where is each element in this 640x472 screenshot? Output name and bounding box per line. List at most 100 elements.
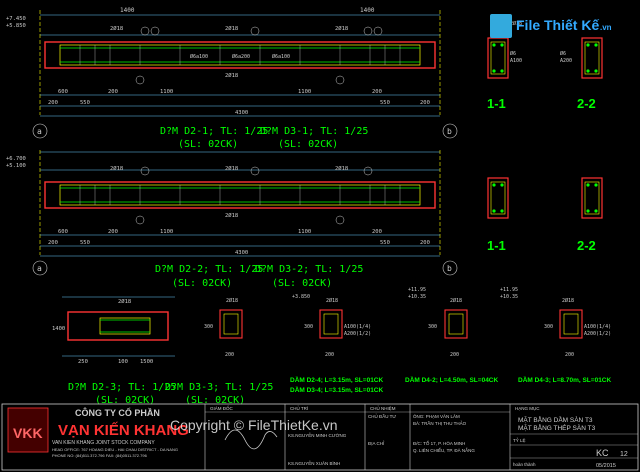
dim-bot2: 550 xyxy=(380,240,390,246)
engineer-name: KS.NGUYỄN MINH CƯỜNG xyxy=(288,432,347,438)
dim-bot2: 200 xyxy=(420,100,430,106)
col-header: CHỦ NHIỆM xyxy=(370,404,396,411)
beam-title: D?M D2-1; TL: 1/25 xyxy=(160,126,268,137)
stirrup-label: Ø6a200 xyxy=(232,53,250,60)
section-2-2-mid: 2-2 xyxy=(577,177,603,253)
section-bars: 2Ø18 xyxy=(450,297,462,304)
drawing-title: MẶT BẰNG THÉP SÀN T3 xyxy=(518,423,596,432)
col-header: HẠNG MỤC xyxy=(515,406,540,411)
section-spacing: A200(1/2) xyxy=(584,331,611,337)
section-label: 2-2 xyxy=(577,96,596,111)
beam-title-2: D?M D3-2; TL: 1/25 xyxy=(255,264,363,275)
engineer-name: KS.NGUYỄN XUÂN BÌNH xyxy=(288,460,340,466)
dim-label: 300 xyxy=(204,324,213,330)
owner-name: BÀ: TRẦN THỊ THU THẢO xyxy=(413,420,467,426)
drawing-no: KC xyxy=(596,448,609,458)
beam-title-2: D?M D3-1; TL: 1/25 xyxy=(260,126,368,137)
dim-label: 200 xyxy=(325,352,334,358)
axis-bubble xyxy=(442,260,458,276)
stirrup-label: Ø6a100 xyxy=(272,53,290,60)
section-bars: 2Ø18 xyxy=(326,297,338,304)
section-spacing: A200(1/2) xyxy=(344,331,371,337)
elev-label: +11.95 xyxy=(408,287,426,293)
section-label: 1-1 xyxy=(487,96,506,111)
dim-top-1: 1400 xyxy=(120,7,135,14)
section-spacing: A100(1/4) xyxy=(584,324,611,330)
dim-bot2: 200 xyxy=(48,240,58,246)
section-stirrup: Ø6 xyxy=(510,50,516,57)
axis-bubble xyxy=(32,260,48,276)
address-label: ĐỊA CHỈ xyxy=(368,440,385,446)
dim-bot: 200 xyxy=(108,229,118,235)
beam-d2-1: 1400 1400 +7.450 +5.850 2Ø18 2Ø18 2Ø18 2… xyxy=(6,7,458,150)
watermark-top: File Thiết Kế .vn xyxy=(490,14,612,38)
dim-total: 4300 xyxy=(235,250,248,256)
rebar-label: 2Ø18 xyxy=(335,165,348,172)
address-line: Đ/C: TỔ 17, P. HÒA MINH xyxy=(413,440,465,446)
section-label: 2-2 xyxy=(577,238,596,253)
rebar-label: 2Ø18 xyxy=(110,25,123,32)
stirrup-label: Ø6a100 xyxy=(190,53,208,60)
col-header: GIÁM ĐỐC xyxy=(210,405,234,411)
rebar-label: 2Ø18 xyxy=(225,25,238,32)
rebar-label: 2Ø18 xyxy=(225,165,238,172)
dim-label: 1400 xyxy=(52,326,65,332)
dim-label: 250 xyxy=(78,359,88,365)
watermark-copyright: Copyright © FileThietKe.vn xyxy=(170,417,338,433)
address-line: Q. LIÊN CHIỂU, TP. ĐÀ NẴNG xyxy=(413,446,475,453)
dim-bot: 600 xyxy=(58,229,68,235)
company-address: HEAD OFFICE: 767 HOANG DIEU - HAI CHAU D… xyxy=(52,447,178,452)
dim-bot: 1100 xyxy=(160,89,173,95)
dim-bot: 200 xyxy=(372,229,382,235)
beam-qty-2: (SL: 02CK) xyxy=(272,278,332,289)
title-block: VKK CÔNG TY CỔ PHẦN VẠN KIẾN KHANG VAN K… xyxy=(1,403,639,471)
beam-d2-2: +6.700 +5.100 2Ø18 2Ø18 2Ø18 2Ø18 600 20… xyxy=(6,150,458,289)
company-logo xyxy=(7,407,49,453)
dim-bot2: 550 xyxy=(380,100,390,106)
beam-qty-2: (SL: 02CK) xyxy=(185,395,245,406)
elev-label: +3.850 xyxy=(292,294,310,300)
drawing-title: MẶT BẰNG DẦM SÀN T3 xyxy=(518,414,593,424)
section-stirrup: Ø6 xyxy=(560,50,566,57)
dim-bot: 600 xyxy=(58,89,68,95)
signature xyxy=(224,429,278,450)
dim-label: 300 xyxy=(304,324,313,330)
section-bars: 2Ø18 xyxy=(510,20,522,27)
dim-bot2: 550 xyxy=(80,100,90,106)
small-sections: 2Ø18 300 200 +3.850 2Ø18 A100(1/4) A200(… xyxy=(204,287,612,394)
beam-title: D?M D2-3; TL: 1/25 xyxy=(68,382,176,393)
owner-name: ÔNG: PHẠM VĂN LÂM xyxy=(413,413,460,419)
beam-title: D?M D2-2; TL: 1/25 xyxy=(155,264,263,275)
dim-label: 1500 xyxy=(140,359,153,365)
axis-label: a xyxy=(37,127,42,136)
beam-qty-2: (SL: 02CK) xyxy=(278,139,338,150)
elev-label: +10.35 xyxy=(408,294,426,300)
dim-label: 200 xyxy=(565,352,574,358)
dim-bot: 200 xyxy=(108,89,118,95)
section-spacing: A100 xyxy=(510,58,522,64)
section-1-1-mid: 1-1 xyxy=(487,177,509,253)
company-name: VẠN KIẾN KHANG xyxy=(58,422,189,439)
elev-top: +7.450 xyxy=(6,16,26,22)
section-spacing: A100(1/4) xyxy=(344,324,371,330)
dim-label: 100 xyxy=(118,359,128,365)
owner-label: CHỦ ĐẦU TƯ xyxy=(368,413,396,419)
beam-qty: (SL: 02CK) xyxy=(95,395,155,406)
elev-label: +10.35 xyxy=(500,294,518,300)
dim-bot: 200 xyxy=(372,89,382,95)
dim-bot: 1100 xyxy=(298,89,311,95)
file-icon xyxy=(490,14,512,38)
rebar-label: 2Ø18 xyxy=(225,72,238,79)
elev-top: +6.700 xyxy=(6,156,26,162)
section-bars: 2Ø18 xyxy=(226,297,238,304)
rebar-label: 2Ø18 xyxy=(118,298,131,305)
rebar-label: 2Ø18 xyxy=(110,165,123,172)
watermark-domain: .vn xyxy=(600,23,612,32)
dim-bot2: 200 xyxy=(420,240,430,246)
dim-label: 300 xyxy=(428,324,437,330)
dim-label: 200 xyxy=(225,352,234,358)
beam-title-2: D?M D3-3; TL: 1/25 xyxy=(165,382,273,393)
dim-label: 200 xyxy=(450,352,459,358)
